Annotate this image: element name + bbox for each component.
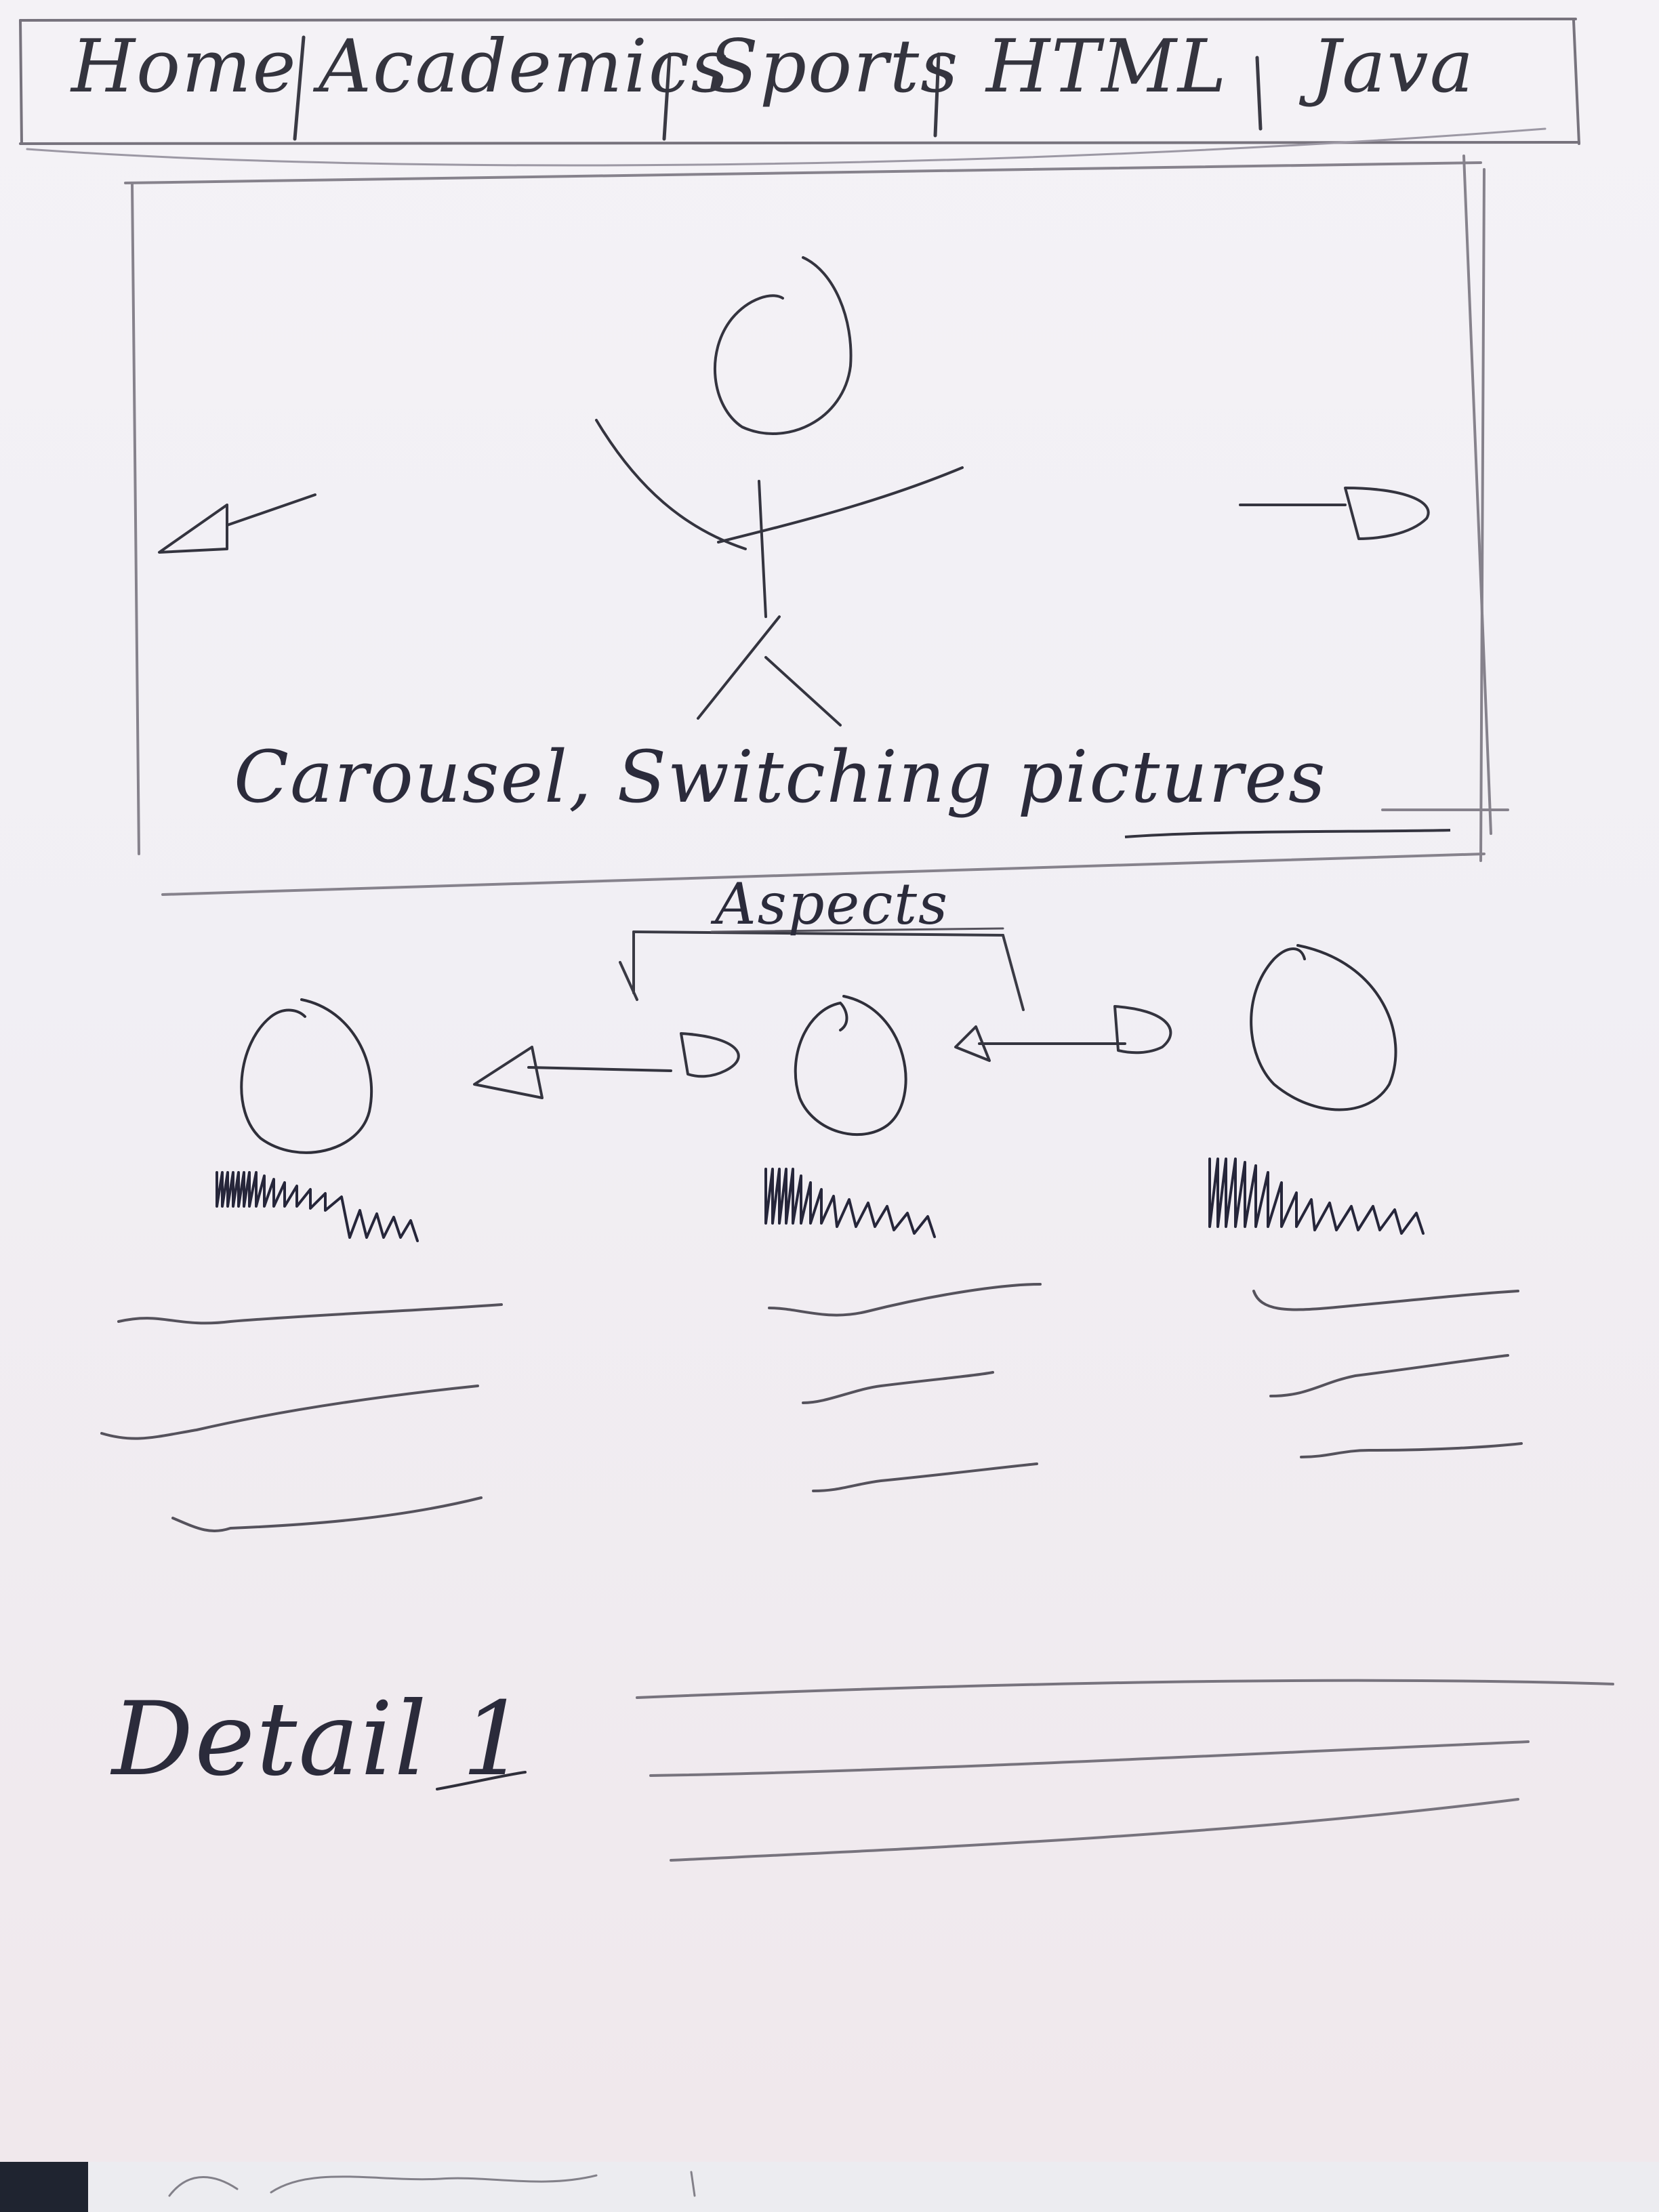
nav-item-html[interactable]: HTML (986, 24, 1228, 109)
sketch-paper (0, 0, 1659, 2162)
nav-item-sports[interactable]: Sports (708, 24, 960, 109)
detail-label: Detail 1 (112, 1681, 528, 1799)
carousel-caption: Carousel, Switching pictures (234, 735, 1327, 819)
nav-item-java[interactable]: Java (1311, 24, 1475, 109)
nav-item-home[interactable]: Home (71, 24, 298, 109)
nav-item-academics[interactable]: Academics (319, 24, 730, 109)
aspects-label: Aspects (715, 871, 949, 937)
